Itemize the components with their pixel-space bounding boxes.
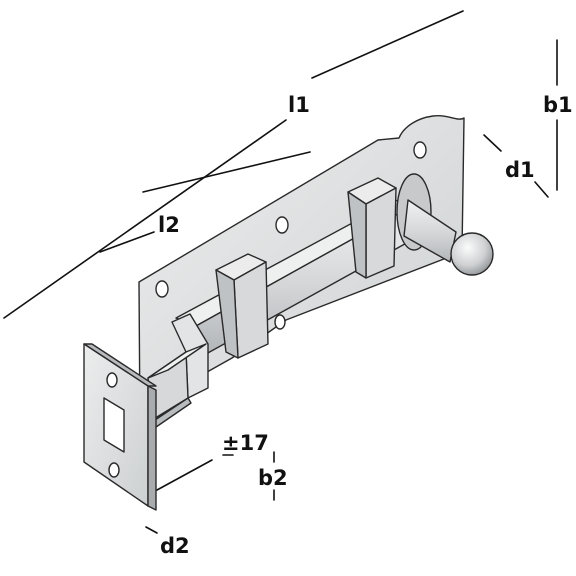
l1-dimension-line-upper	[311, 10, 464, 79]
screw-hole-4	[274, 314, 286, 330]
screw-hole-1	[155, 280, 169, 298]
keeper-hole-bottom	[108, 462, 120, 478]
label-l2: l2	[158, 213, 180, 237]
l2-dimension-line-lower	[99, 231, 155, 253]
b2-baseline	[156, 459, 213, 491]
label-l1: l1	[288, 93, 310, 117]
label-d1: d1	[505, 158, 535, 182]
screw-hole-3	[413, 141, 427, 159]
label-tolerance: ±17	[222, 431, 269, 455]
bolt-knob	[396, 173, 494, 276]
l1-dimension-line-lower	[3, 119, 287, 319]
label-d2: d2	[160, 534, 190, 558]
keeper-plate	[83, 343, 157, 511]
d1-dimension-line-upper	[483, 134, 502, 152]
screw-hole-2	[275, 216, 289, 234]
d1-dimension-line-lower	[534, 181, 549, 198]
keeper-hole-top	[106, 372, 118, 388]
l2-dimension-line-upper	[142, 151, 311, 193]
bolt-guides	[215, 177, 397, 359]
d2-dimension-line	[145, 526, 158, 534]
dimension-lines	[3, 10, 558, 534]
keeper-slot	[103, 397, 125, 453]
label-b2: b2	[258, 466, 288, 490]
label-b1: b1	[543, 93, 573, 117]
